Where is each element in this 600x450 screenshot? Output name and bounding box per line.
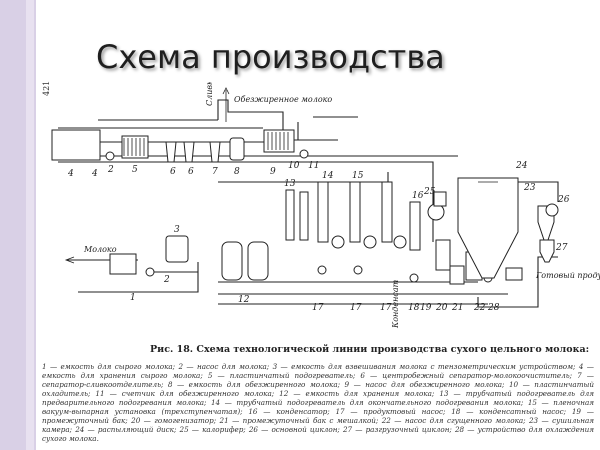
arrow-sliv bbox=[222, 87, 230, 95]
cyclone-fan bbox=[545, 203, 559, 217]
num-27: 27 bbox=[555, 243, 568, 253]
num-6a: 6 bbox=[170, 167, 176, 177]
cooling-device-28 bbox=[505, 267, 523, 281]
num-24: 24 bbox=[515, 161, 528, 171]
condensate-pump-18 bbox=[409, 273, 419, 283]
tank-4-housing bbox=[51, 129, 101, 161]
num-7: 7 bbox=[212, 167, 218, 177]
num-16: 16 bbox=[412, 191, 424, 201]
evaporator-15a bbox=[317, 181, 329, 243]
plate-heater-5 bbox=[121, 135, 149, 159]
separator-chamber-a bbox=[331, 235, 345, 249]
pump-9 bbox=[299, 149, 309, 159]
figure-legend: 1 — емкость для сырого молока; 2 — насос… bbox=[42, 362, 594, 443]
pipe-skim bbox=[297, 116, 358, 140]
num-4b: 4 bbox=[91, 169, 98, 179]
condenser-16 bbox=[409, 201, 421, 251]
num-9: 9 bbox=[270, 167, 276, 177]
num-25: 25 bbox=[423, 187, 436, 197]
drying-chamber-23 bbox=[457, 177, 519, 279]
figure-caption: Рис. 18. Схема технологической линии про… bbox=[150, 344, 590, 355]
num-11: 11 bbox=[308, 161, 319, 171]
num-17c: 17 bbox=[380, 303, 392, 313]
num-4a: 4 bbox=[67, 169, 74, 179]
num-19: 19 bbox=[420, 303, 432, 313]
num-14: 14 bbox=[322, 171, 334, 181]
num-5: 5 bbox=[132, 165, 138, 175]
label-skim: Обезжиренное молоко bbox=[234, 95, 332, 104]
pipe-bottom bbox=[218, 281, 508, 305]
num-15: 15 bbox=[352, 171, 364, 181]
plate-cooler-10-plates bbox=[267, 132, 289, 150]
separator-6b bbox=[183, 141, 195, 163]
plate-cooler-10 bbox=[263, 129, 295, 153]
left-decorative-stripe bbox=[26, 0, 34, 450]
num-3: 3 bbox=[174, 225, 180, 235]
num-18: 18 bbox=[408, 303, 420, 313]
num-28: 28 bbox=[487, 303, 500, 313]
num-17a: 17 bbox=[312, 303, 324, 313]
num-22: 22 bbox=[473, 303, 486, 313]
slide-title: Схема производства bbox=[96, 38, 445, 76]
weighing-tank-3 bbox=[165, 235, 189, 263]
discharge-cyclone-27 bbox=[539, 239, 555, 263]
separator-chamber-c bbox=[393, 235, 407, 249]
tube-heater-14 bbox=[299, 191, 309, 241]
separator-chamber-b bbox=[363, 235, 377, 249]
num-6b: 6 bbox=[188, 167, 194, 177]
evaporator-15c bbox=[381, 181, 393, 243]
product-pump-17b bbox=[353, 265, 363, 275]
pump-2b bbox=[145, 267, 155, 277]
num-2b: 2 bbox=[163, 275, 170, 285]
separator-6a bbox=[165, 141, 177, 163]
num-12: 12 bbox=[238, 295, 250, 305]
num-26: 26 bbox=[557, 195, 570, 205]
label-condensate: Конденсат bbox=[391, 279, 400, 329]
num-17b: 17 bbox=[350, 303, 362, 313]
num-21: 21 bbox=[451, 303, 463, 313]
storage-tank-12b bbox=[247, 241, 269, 281]
arrow-milk bbox=[64, 256, 75, 264]
homogenizer-20 bbox=[449, 265, 465, 285]
evaporator-15b bbox=[349, 181, 361, 243]
num-8: 8 bbox=[234, 167, 240, 177]
storage-tank-12a bbox=[221, 241, 243, 281]
pipe-middle bbox=[58, 155, 458, 242]
label-product: Готовый продукт на фасование bbox=[535, 271, 600, 280]
num-13: 13 bbox=[284, 179, 296, 189]
raw-milk-tank-1 bbox=[109, 253, 137, 275]
plate-heater-5-plates bbox=[123, 138, 145, 156]
label-milk: Молоко bbox=[83, 245, 117, 254]
process-schematic: Сливки Обезжиренное молоко Молоко Конден… bbox=[51, 82, 600, 329]
separator-7 bbox=[209, 141, 221, 163]
heater-25-box bbox=[433, 191, 447, 207]
num-10: 10 bbox=[288, 161, 300, 171]
num-1: 1 bbox=[130, 293, 136, 303]
label-sliv: Сливки bbox=[205, 82, 214, 106]
tube-heater-13 bbox=[285, 189, 295, 241]
num-23: 23 bbox=[523, 183, 536, 193]
figure-area: 421 bbox=[38, 81, 600, 450]
num-2a: 2 bbox=[107, 165, 114, 175]
intermediate-tank-19 bbox=[435, 239, 451, 271]
pump-2 bbox=[105, 151, 115, 161]
product-pump-17a bbox=[317, 265, 327, 275]
num-20: 20 bbox=[435, 303, 448, 313]
tank-8 bbox=[229, 137, 245, 161]
